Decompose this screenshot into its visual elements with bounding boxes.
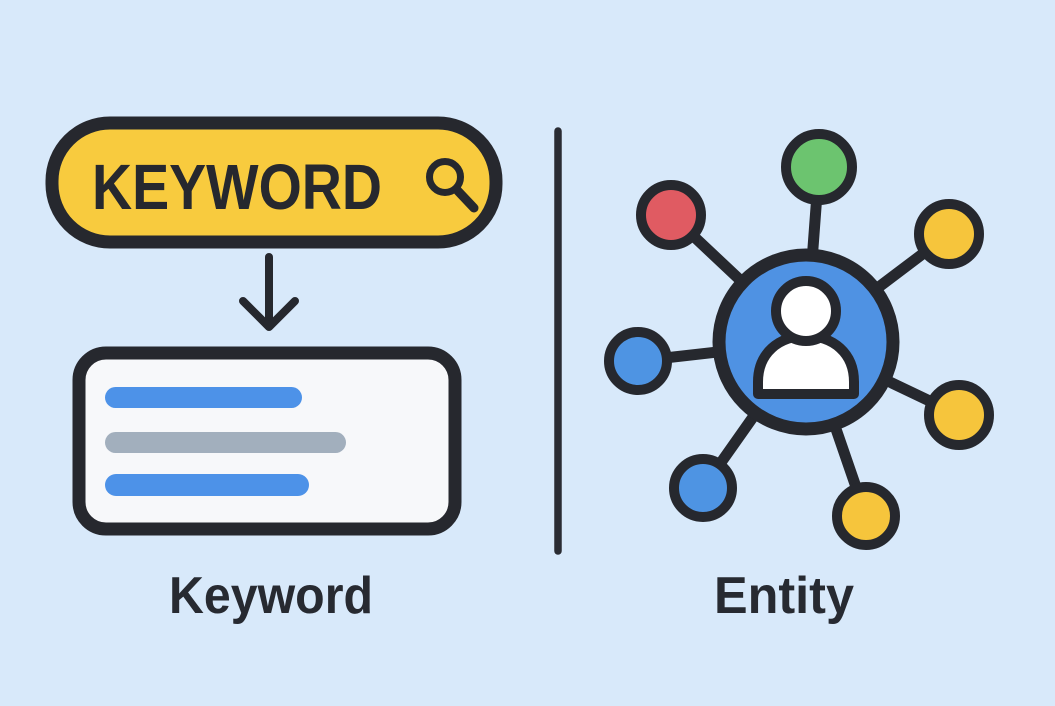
entity-caption: Entity (714, 567, 854, 625)
keyword-panel: KEYWORD Keyword (45, 116, 503, 625)
entity-node-right (924, 380, 994, 450)
search-pill (45, 116, 503, 249)
search-pill-text: KEYWORD (92, 151, 382, 223)
entity-node-left (604, 327, 672, 395)
magnifier-lens (426, 158, 464, 196)
entity-node-top-right (914, 199, 984, 269)
person-head (771, 276, 841, 346)
keyword-caption: Keyword (169, 567, 373, 625)
arrow-head (239, 297, 299, 331)
result-url-bar (105, 432, 346, 453)
entity-node-top (781, 129, 857, 205)
entity-node-top-left (636, 180, 706, 250)
magnifier-icon (426, 158, 479, 213)
entity-node-bottom (832, 482, 900, 550)
entity-node-bottom-left (669, 454, 737, 522)
entity-satellites (604, 129, 994, 550)
person-icon (753, 276, 859, 399)
down-arrow-icon (239, 253, 299, 331)
magnifier-handle (452, 185, 479, 213)
result-title-bar (105, 387, 302, 408)
entity-panel: Entity (604, 129, 994, 625)
result-snippet-bar (105, 474, 309, 496)
